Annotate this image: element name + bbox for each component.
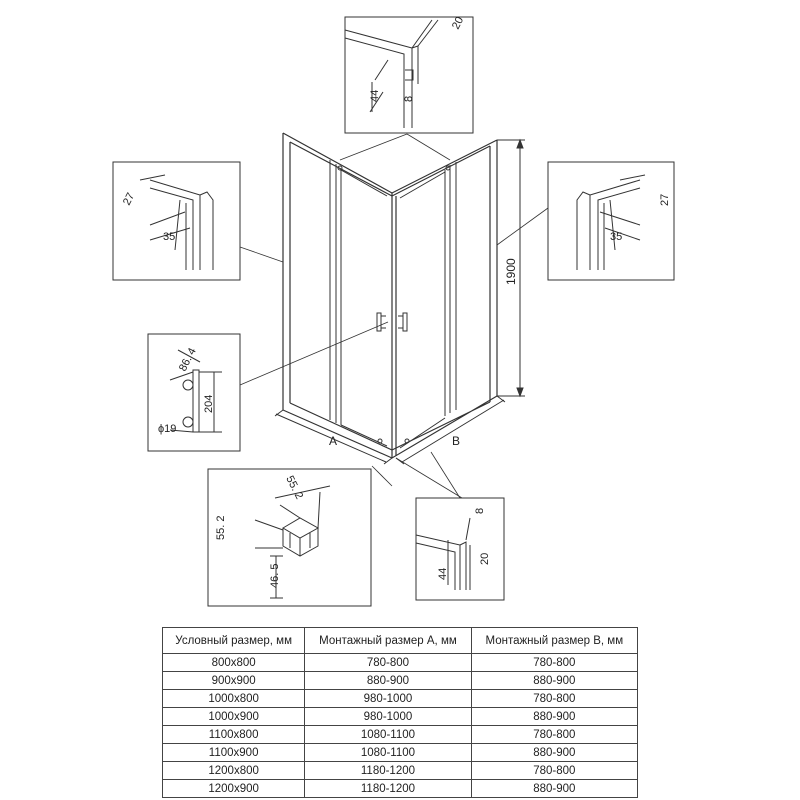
right-profile-dim-35: 35 bbox=[610, 231, 622, 243]
nominal-size: 1000x800 bbox=[161, 689, 306, 708]
mounting-a: 780-800 bbox=[304, 653, 472, 672]
height-label: 1900 bbox=[504, 258, 518, 285]
bottom-profile-dim-20: 20 bbox=[479, 553, 491, 565]
nominal-size: 800x800 bbox=[161, 653, 306, 672]
nominal-size: 1100x800 bbox=[161, 725, 306, 744]
side-b-label: B bbox=[452, 434, 460, 448]
enclosure-frame bbox=[282, 132, 498, 459]
mounting-a: 880-900 bbox=[304, 671, 472, 690]
shower-enclosure-drawing: 1900 A B 20 44 8 27 35 27 35 86. 4 204 ϕ… bbox=[112, 15, 675, 607]
mounting-b: 780-800 bbox=[470, 725, 639, 744]
nominal-size: 1100x900 bbox=[161, 743, 306, 762]
detail-corner-connector bbox=[207, 468, 372, 607]
mounting-b: 780-800 bbox=[470, 689, 639, 708]
col-header-mounting-b: Монтажный размер В, мм bbox=[470, 627, 639, 654]
mounting-b: 780-800 bbox=[470, 653, 639, 672]
mounting-a: 1080-1100 bbox=[304, 743, 472, 762]
mounting-a: 1080-1100 bbox=[304, 725, 472, 744]
handle-dim-diameter: ϕ19 bbox=[158, 423, 176, 435]
connector-dim-55-2-top: 55. 2 bbox=[283, 474, 305, 501]
leader-lines bbox=[239, 133, 549, 499]
top-profile-dim-20: 20 bbox=[450, 15, 466, 31]
detail-handle bbox=[147, 333, 241, 452]
right-profile-dim-27: 27 bbox=[659, 194, 671, 206]
side-a-label: A bbox=[329, 434, 337, 448]
detail-top-profile bbox=[344, 16, 474, 134]
bottom-profile-dim-8: 8 bbox=[474, 508, 486, 514]
size-table-header-row: Условный размер, мм Монтажный размер А, … bbox=[161, 627, 639, 654]
door-handles bbox=[376, 312, 408, 332]
left-profile-dim-27: 27 bbox=[121, 191, 137, 207]
detail-left-profile bbox=[112, 161, 241, 281]
detail-right-profile bbox=[547, 161, 675, 281]
detail-bottom-profile bbox=[415, 497, 505, 601]
left-profile-dim-35: 35 bbox=[163, 231, 175, 243]
handle-dim-204: 204 bbox=[203, 395, 215, 413]
nominal-size: 1000x900 bbox=[161, 707, 306, 726]
nominal-size: 900x900 bbox=[161, 671, 306, 690]
col-header-nominal-size: Условный размер, мм bbox=[161, 627, 306, 654]
height-dimension-line bbox=[497, 138, 525, 398]
top-profile-dim-8: 8 bbox=[403, 96, 415, 102]
mounting-b: 880-900 bbox=[470, 779, 639, 798]
connector-dim-46-5: 46. 5 bbox=[269, 564, 281, 588]
col-header-mounting-a: Монтажный размер А, мм bbox=[304, 627, 472, 654]
mounting-a: 980-1000 bbox=[304, 707, 472, 726]
mounting-a: 980-1000 bbox=[304, 689, 472, 708]
mounting-a: 1180-1200 bbox=[304, 779, 472, 798]
mounting-b: 880-900 bbox=[470, 707, 639, 726]
mounting-b: 880-900 bbox=[470, 671, 639, 690]
bottom-profile-dim-44: 44 bbox=[437, 568, 449, 580]
mounting-b: 780-800 bbox=[470, 761, 639, 780]
top-profile-dim-44: 44 bbox=[369, 90, 381, 102]
mounting-b: 880-900 bbox=[470, 743, 639, 762]
nominal-size: 1200x800 bbox=[161, 761, 306, 780]
nominal-size: 1200x900 bbox=[161, 779, 306, 798]
side-dimension-lines bbox=[274, 395, 506, 465]
mounting-a: 1180-1200 bbox=[304, 761, 472, 780]
connector-dim-55-2-left: 55. 2 bbox=[215, 516, 227, 540]
size-table: Условный размер, мм Монтажный размер А, … bbox=[161, 627, 639, 798]
